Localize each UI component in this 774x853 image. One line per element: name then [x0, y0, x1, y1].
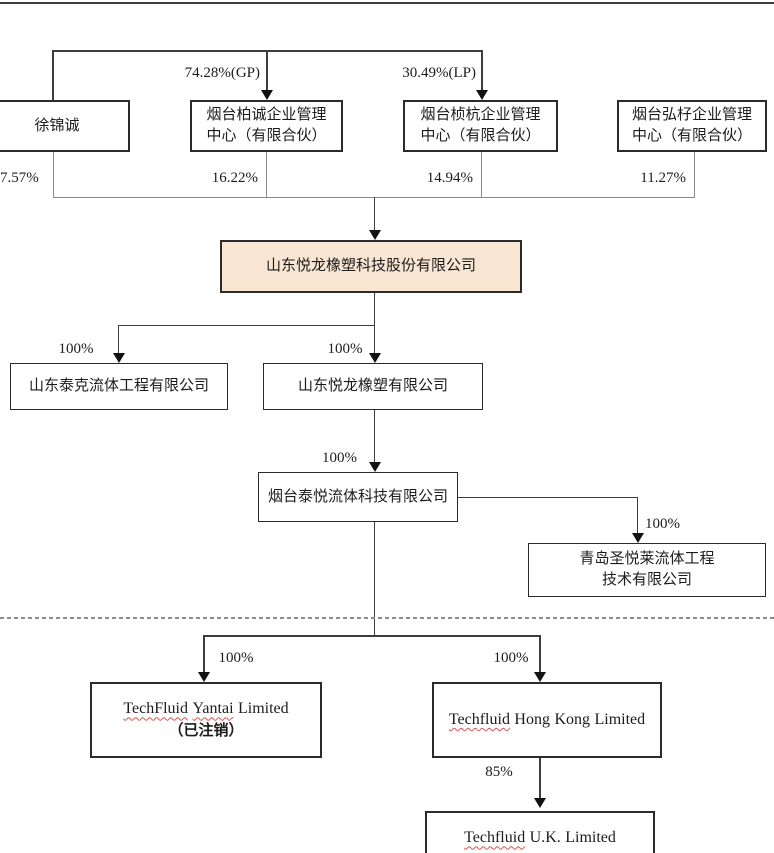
misspelled-word: Techfluid — [464, 829, 526, 847]
connector-drop-hongzi — [694, 152, 695, 197]
company-name: 山东悦龙橡塑科技股份有限公司 — [265, 258, 476, 274]
company-name-line2: 中心（有限合伙） — [631, 128, 752, 144]
company-name-line1: 烟台弘杍企业管理 — [631, 107, 752, 123]
connector-drop-zhenhang — [481, 152, 482, 197]
connector-xu-to-baicheng — [266, 50, 268, 90]
edge-label-zhenhang-pct: 14.94% — [426, 170, 473, 186]
company-box-hongzi: 烟台弘杍企业管理 中心（有限合伙） — [617, 100, 767, 152]
edge-label-taike-pct: 100% — [58, 341, 94, 357]
arrowhead-into-baicheng — [261, 90, 273, 100]
connector-drop-taike — [118, 325, 119, 354]
arrowhead-into-zhenhang — [476, 90, 488, 100]
connector-drop-xu — [53, 152, 54, 197]
arrowhead-into-hk — [534, 672, 546, 682]
company-name: 烟台泰悦流体科技有限公司 — [267, 488, 448, 505]
edge-label-gp: 74.28%(GP) — [184, 65, 260, 81]
company-name: 山东悦龙橡塑有限公司 — [297, 378, 448, 394]
connector-drop-hk — [539, 635, 541, 673]
connector-drop-yantai — [203, 635, 205, 673]
connector-bus-to-issuer — [374, 197, 375, 230]
arrowhead-into-taiyue — [369, 462, 381, 472]
edge-label-yuelong-pct: 100% — [327, 341, 363, 357]
edge-label-hongzi-pct: 11.27% — [640, 170, 686, 186]
edge-label-qingdao-pct: 100% — [645, 516, 680, 532]
connector-drop-qingdao — [637, 497, 638, 533]
arrowhead-into-yuelong — [369, 353, 381, 363]
edge-label-baicheng-pct: 16.22% — [211, 170, 258, 186]
connector-bottom-branch — [203, 635, 541, 637]
connector-issuer-down — [374, 293, 375, 326]
edge-label-lp: 30.49%(LP) — [402, 65, 476, 81]
edge-label-xu-pct: 7.57% — [0, 170, 39, 186]
edge-label-yantai-pct: 100% — [218, 650, 254, 666]
arrowhead-into-taike — [113, 353, 125, 363]
company-box-qingdao: 青岛圣悦莱流体工程 技术有限公司 — [528, 543, 766, 597]
connector-hk-to-uk — [539, 758, 541, 798]
company-name-line2: 中心（有限合伙） — [206, 128, 327, 144]
company-box-xu-jincheng: 徐锦诚 — [0, 100, 130, 152]
company-box-baicheng: 烟台柏诚企业管理 中心（有限合伙） — [190, 100, 343, 152]
company-box-taiyue: 烟台泰悦流体科技有限公司 — [258, 472, 458, 522]
connector-drop-yuelong — [374, 325, 375, 354]
arrowhead-into-issuer — [369, 230, 381, 240]
company-name-line1: 烟台桢杭企业管理 — [420, 107, 541, 123]
misspelled-word: TechFluid — [123, 700, 188, 718]
connector-xu-bracket-drop-left — [52, 50, 54, 100]
arrowhead-into-qingdao — [632, 533, 644, 543]
connector-taiyue-down — [374, 522, 375, 635]
company-name-line2: 技术有限公司 — [601, 572, 692, 588]
connector-row3-branch — [118, 325, 375, 326]
arrowhead-into-uk — [534, 798, 546, 808]
page-top-rule — [0, 2, 774, 4]
company-name: 山东泰克流体工程有限公司 — [28, 378, 209, 394]
company-box-taike: 山东泰克流体工程有限公司 — [10, 363, 228, 410]
company-name-line2: 中心（有限合伙） — [420, 128, 541, 144]
company-name-line1: 青岛圣悦莱流体工程 — [579, 551, 715, 567]
connector-taiyue-to-qingdao — [458, 497, 638, 498]
company-box-yuelong: 山东悦龙橡塑有限公司 — [263, 363, 483, 410]
company-box-zhenhang: 烟台桢杭企业管理 中心（有限合伙） — [403, 100, 558, 152]
misspelled-word: Yantai — [192, 700, 234, 718]
connector-yuelong-to-taiyue — [374, 410, 375, 462]
edge-label-hk-pct: 100% — [493, 650, 529, 666]
company-name-line1: 烟台柏诚企业管理 — [206, 107, 327, 123]
domestic-overseas-separator — [0, 617, 774, 619]
connector-drop-baicheng — [266, 152, 267, 197]
connector-xu-to-zhenhang — [481, 50, 483, 90]
company-name: 徐锦诚 — [34, 117, 80, 134]
misspelled-word: Techfluid — [448, 710, 510, 728]
company-status-note: （已注销） — [168, 722, 244, 739]
edge-label-taiyue-pct: 100% — [322, 450, 357, 466]
arrowhead-into-yantai — [198, 672, 210, 682]
company-box-issuer: 山东悦龙橡塑科技股份有限公司 — [220, 240, 522, 293]
edge-label-uk-pct: 85% — [485, 764, 513, 780]
